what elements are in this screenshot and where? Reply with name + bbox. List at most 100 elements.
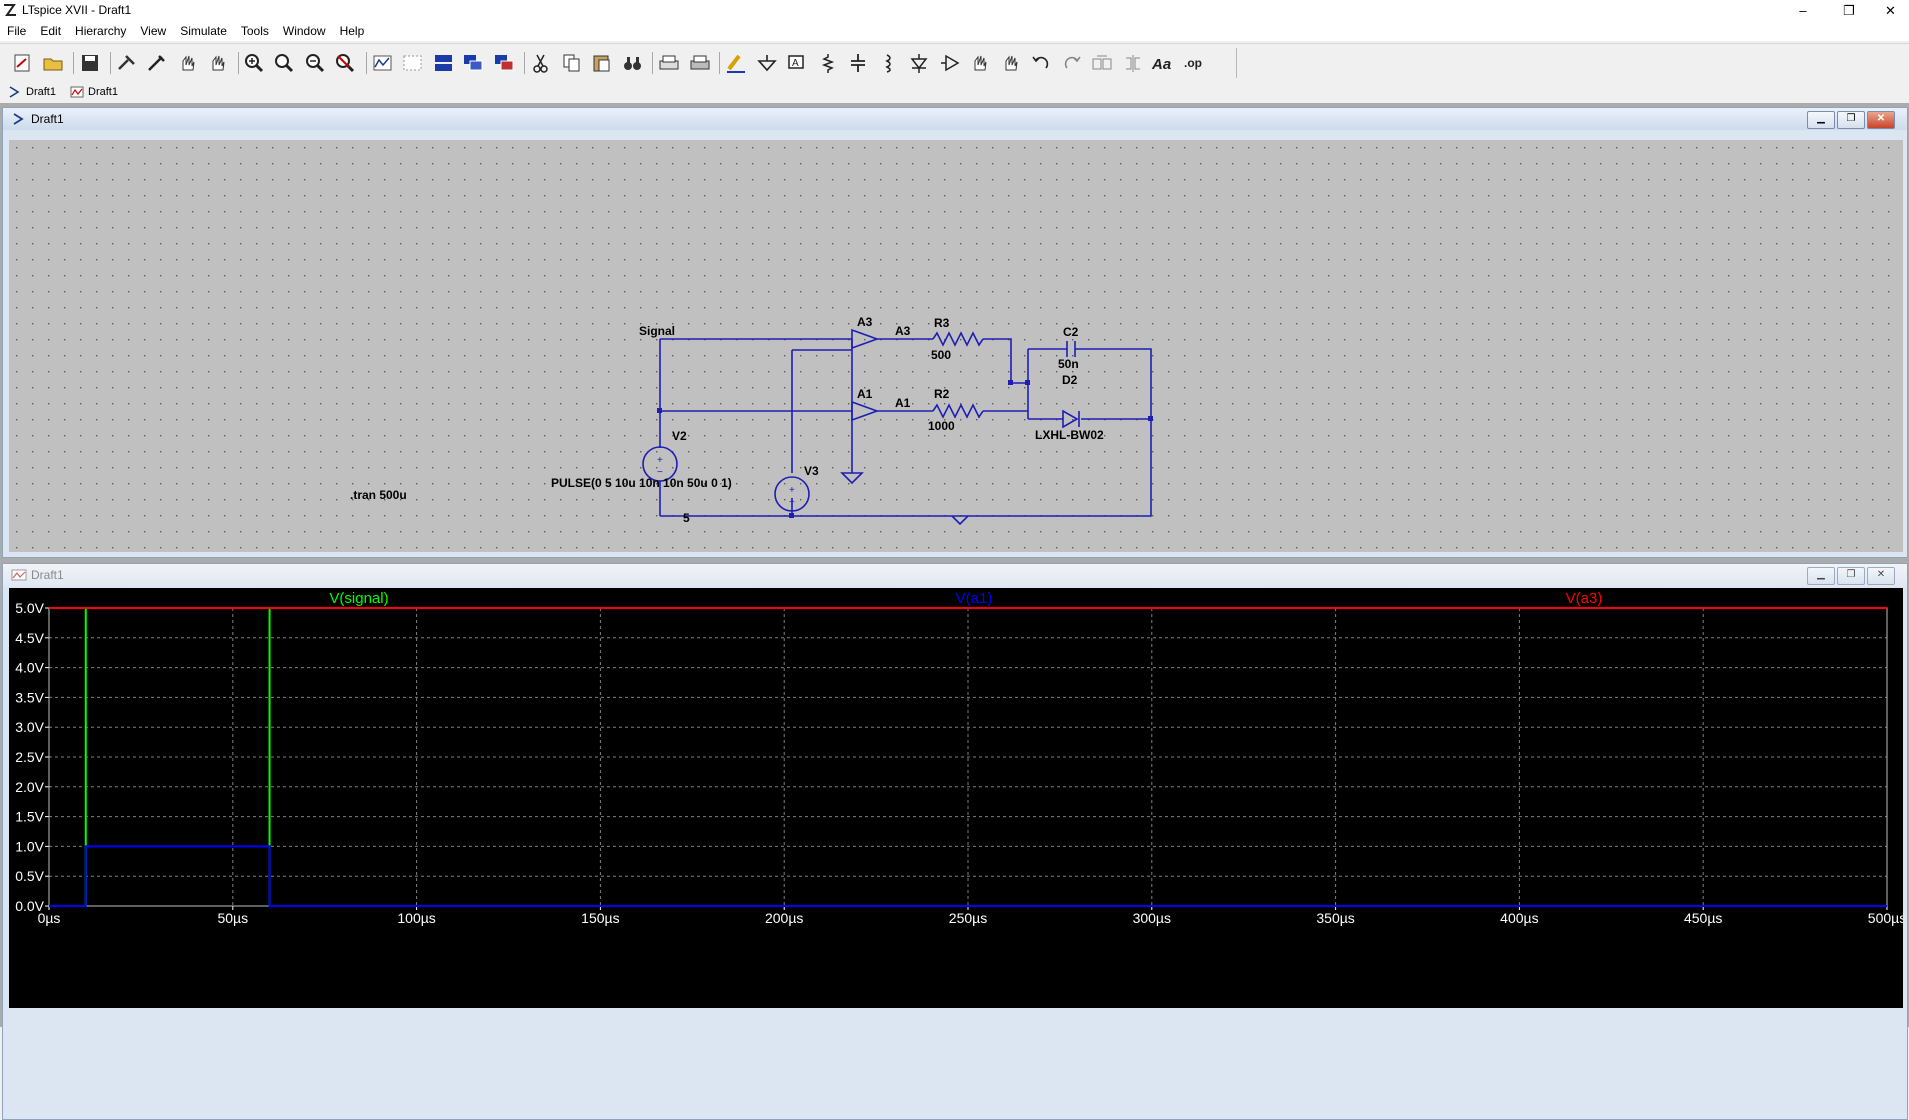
ground-button[interactable] [754, 51, 780, 75]
restore-button[interactable]: ❐ [1826, 0, 1872, 21]
redo-icon [1064, 56, 1081, 69]
menu-tools[interactable]: Tools [240, 24, 269, 38]
waveform-restore-button[interactable]: ❐ [1837, 567, 1865, 585]
label-a3-flag[interactable]: A3 [857, 315, 873, 329]
open-button[interactable] [41, 51, 67, 75]
text-button[interactable]: Aa [1150, 51, 1176, 75]
autorange-button[interactable] [370, 51, 396, 75]
zoom-in-button[interactable] [242, 51, 268, 75]
copy-icon [563, 54, 579, 72]
save-button[interactable] [77, 51, 103, 75]
label-r3-value[interactable]: 500 [931, 348, 951, 362]
new-schematic-button[interactable] [10, 51, 36, 75]
v3-source[interactable] [774, 476, 810, 512]
halt-button[interactable] [175, 51, 201, 75]
zoom-fit-button[interactable] [303, 51, 329, 75]
v2-source[interactable] [642, 446, 678, 482]
label-a1-flag[interactable]: A1 [857, 387, 873, 401]
move-button[interactable] [967, 51, 993, 75]
component-button[interactable] [937, 51, 963, 75]
rotate-button[interactable] [1089, 51, 1115, 75]
schematic-window-title: Draft1 [31, 112, 64, 126]
new-schematic-icon [14, 54, 30, 72]
schematic-close-button[interactable]: ✕ [1867, 111, 1895, 129]
label-v3-value[interactable]: 5 [683, 511, 690, 525]
zoom-cancel-button[interactable] [333, 51, 359, 75]
schematic-drawing[interactable]: + − + − Signal A3 A3 A1 A1 R3 500 R2 100… [9, 140, 1903, 552]
resistor-button[interactable] [815, 51, 841, 75]
menu-window[interactable]: Window [282, 24, 326, 38]
tile-horizontal-button[interactable] [431, 51, 457, 75]
menu-view[interactable]: View [140, 24, 167, 38]
label-signal[interactable]: Signal [639, 324, 675, 338]
tab-waveform-draft1[interactable]: Draft1 [70, 83, 118, 101]
trace-label[interactable]: V(signal) [329, 590, 388, 607]
undo-button[interactable] [1028, 51, 1054, 75]
control-panel-button[interactable] [114, 51, 140, 75]
copy-button[interactable] [559, 51, 585, 75]
label-c2-value[interactable]: 50n [1058, 357, 1079, 371]
inductor-button[interactable] [876, 51, 902, 75]
zoom-out-icon [275, 54, 294, 73]
y-tick-label: 0.5V [15, 868, 44, 884]
tile-vertical-button[interactable] [492, 51, 518, 75]
label-r2[interactable]: R2 [934, 387, 950, 401]
x-tick-label: 50µs [217, 910, 248, 926]
label-a3[interactable]: A3 [895, 324, 911, 338]
a1-buffer[interactable] [851, 400, 880, 422]
cut-button[interactable] [528, 51, 554, 75]
schematic-minimize-button[interactable]: ▁ [1807, 111, 1835, 129]
waveform-window-titlebar: Draft1 ▁ ❐ ✕ [3, 564, 1907, 586]
d2-diode[interactable] [1062, 409, 1080, 429]
spice-directive-button[interactable]: .op [1181, 51, 1207, 75]
redo-button[interactable] [1059, 51, 1085, 75]
run-button[interactable] [144, 51, 170, 75]
r3-resistor[interactable] [932, 331, 984, 347]
trace-label[interactable]: V(a1) [956, 590, 993, 607]
find-button[interactable] [620, 51, 646, 75]
trace-va1[interactable] [49, 845, 1887, 907]
spice-directive-tran[interactable]: .tran 500u [350, 488, 407, 502]
label-d2-model[interactable]: LXHL-BW02 [1035, 428, 1104, 442]
label-v2-value[interactable]: PULSE(0 5 10u 10n 10n 50u 0 1) [551, 476, 732, 490]
label-r3[interactable]: R3 [934, 316, 950, 330]
trace-label[interactable]: V(a3) [1566, 590, 1603, 607]
mirror-button[interactable] [1120, 51, 1146, 75]
c2-capacitor[interactable] [1066, 341, 1076, 357]
r2-resistor[interactable] [932, 403, 984, 419]
waveform-close-button[interactable]: ✕ [1867, 567, 1895, 585]
menu-file[interactable]: File [7, 24, 27, 38]
tab-schematic-draft1[interactable]: Draft1 [8, 83, 56, 101]
capacitor-button[interactable] [845, 51, 871, 75]
label-c2[interactable]: C2 [1063, 325, 1079, 339]
menu-edit[interactable]: Edit [40, 24, 62, 38]
schematic-canvas[interactable]: + − + − Signal A3 A3 A1 A1 R3 500 R2 100… [9, 140, 1903, 552]
label-v3[interactable]: V3 [804, 464, 819, 478]
print-setup-button[interactable] [656, 51, 682, 75]
cascade-button[interactable] [461, 51, 487, 75]
menu-help[interactable]: Help [339, 24, 365, 38]
draw-wire-button[interactable] [723, 51, 749, 75]
a3-buffer[interactable] [851, 328, 880, 350]
label-d2[interactable]: D2 [1062, 373, 1078, 387]
print-button[interactable] [687, 51, 713, 75]
menu-hierarchy[interactable]: Hierarchy [75, 24, 127, 38]
waveform-minimize-button[interactable]: ▁ [1807, 567, 1835, 585]
close-button[interactable]: ✕ [1872, 0, 1909, 21]
label-r2-value[interactable]: 1000 [928, 419, 955, 433]
label-net-button[interactable]: A [784, 51, 810, 75]
label-a1[interactable]: A1 [895, 396, 911, 410]
paste-button[interactable] [589, 51, 615, 75]
menu-simulate[interactable]: Simulate [180, 24, 227, 38]
drag-button[interactable] [998, 51, 1024, 75]
schematic-restore-button[interactable]: ❐ [1837, 111, 1865, 129]
label-v2[interactable]: V2 [672, 429, 687, 443]
ground-symbol [951, 515, 969, 526]
minimize-button[interactable]: – [1780, 0, 1826, 21]
grid-button[interactable] [400, 51, 426, 75]
pan-button[interactable] [205, 51, 231, 75]
diode-button[interactable] [906, 51, 932, 75]
zoom-out-button[interactable] [272, 51, 298, 75]
